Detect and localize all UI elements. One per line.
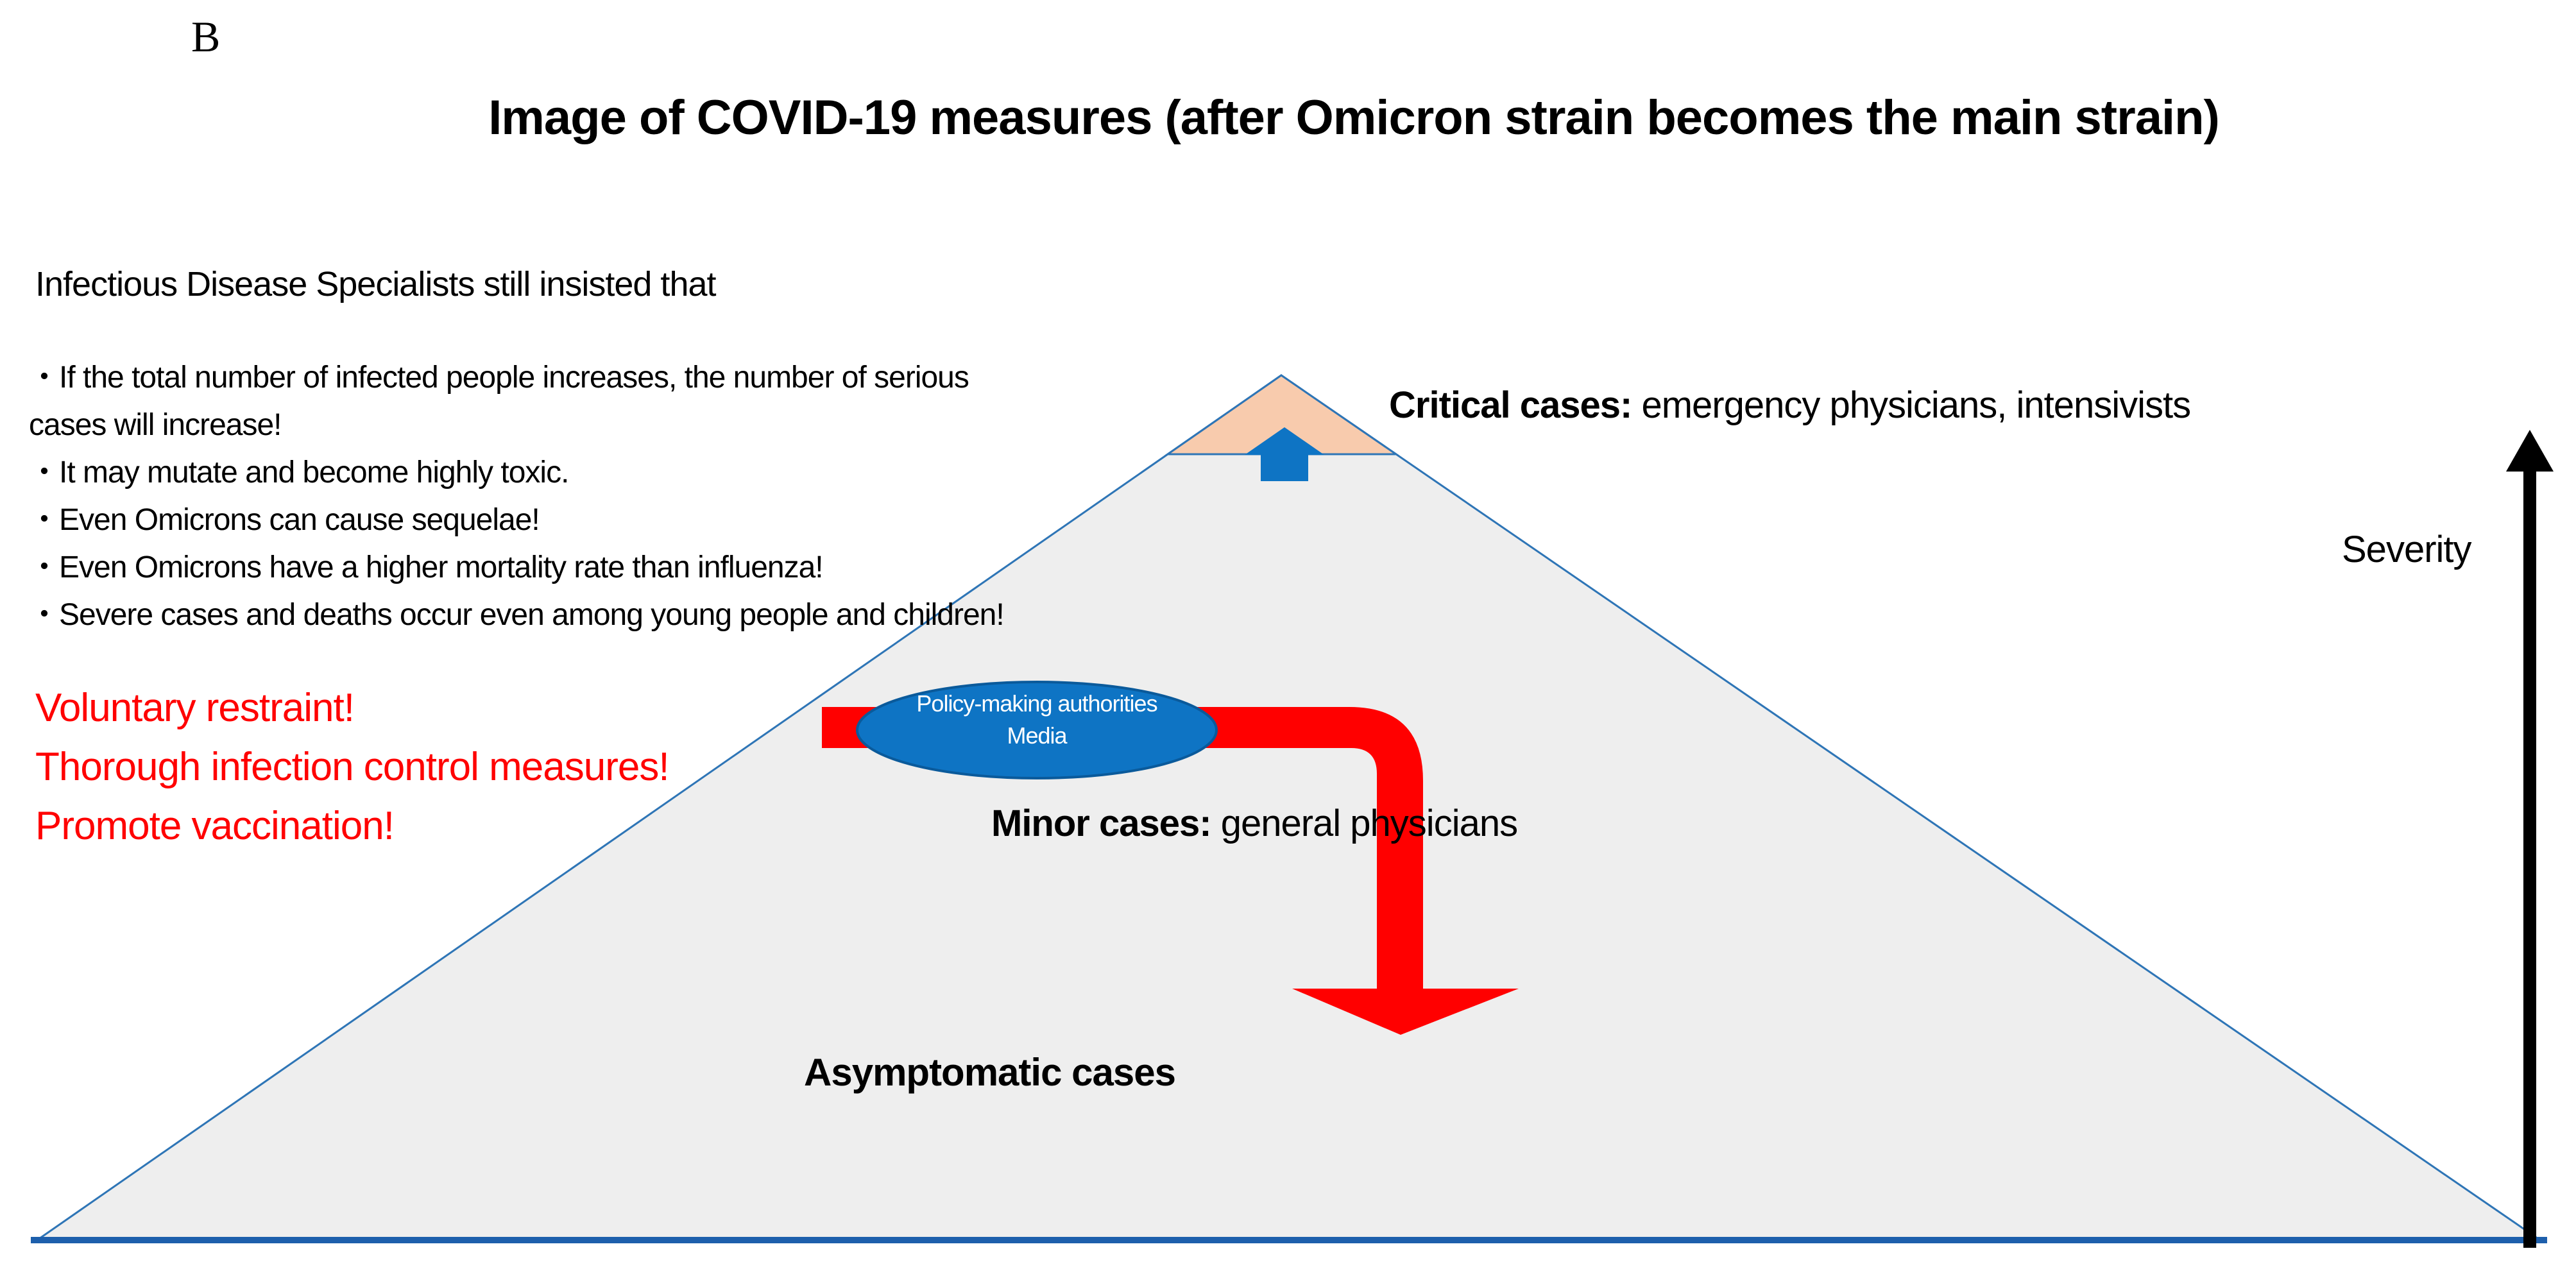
claim-line: ・It may mutate and become highly toxic.: [29, 455, 569, 489]
measure-line: Voluntary restraint!: [35, 686, 355, 730]
critical-cases-detail: emergency physicians, intensivists: [1632, 384, 2191, 426]
diagram-title: Image of COVID-19 measures (after Omicro…: [488, 90, 2220, 145]
claim-line: ・Even Omicrons have a higher mortality r…: [29, 550, 824, 584]
measures-list: Voluntary restraint! Thorough infection …: [35, 679, 670, 856]
panel-label: B: [191, 12, 221, 61]
media-line: Media: [1007, 722, 1067, 749]
minor-cases-label: Minor cases: general physicians: [991, 802, 1518, 845]
measure-line: Thorough infection control measures!: [35, 745, 670, 789]
blue-up-arrow: [1245, 427, 1324, 481]
critical-cases-label: Critical cases: emergency physicians, in…: [1389, 384, 2191, 427]
severity-axis-label: Severity: [2342, 529, 2472, 570]
minor-cases-term: Minor cases:: [991, 803, 1212, 844]
claim-line: ・If the total number of infected people …: [29, 361, 969, 395]
claim-line: ・Even Omicrons can cause sequelae!: [29, 503, 540, 537]
claim-line: ・Severe cases and deaths occur even amon…: [29, 598, 1005, 632]
asymptomatic-cases-label: Asymptomatic cases: [804, 1051, 1176, 1094]
claim-line: cases will increase!: [29, 408, 282, 442]
authorities-ellipse: [856, 681, 1218, 779]
authorities-line: Policy-making authorities: [916, 690, 1157, 717]
baseline: [31, 1237, 2547, 1243]
authorities-ellipse-text: Policy-making authorities Media: [844, 688, 1229, 752]
measure-line: Promote vaccination!: [35, 804, 395, 848]
specialists-heading: Infectious Disease Specialists still ins…: [35, 265, 717, 303]
severity-axis-arrow: [2506, 430, 2554, 1248]
critical-cases-term: Critical cases:: [1389, 384, 1632, 426]
minor-cases-detail: general physicians: [1211, 803, 1518, 844]
specialists-claims-list: ・If the total number of infected people …: [29, 354, 1005, 639]
